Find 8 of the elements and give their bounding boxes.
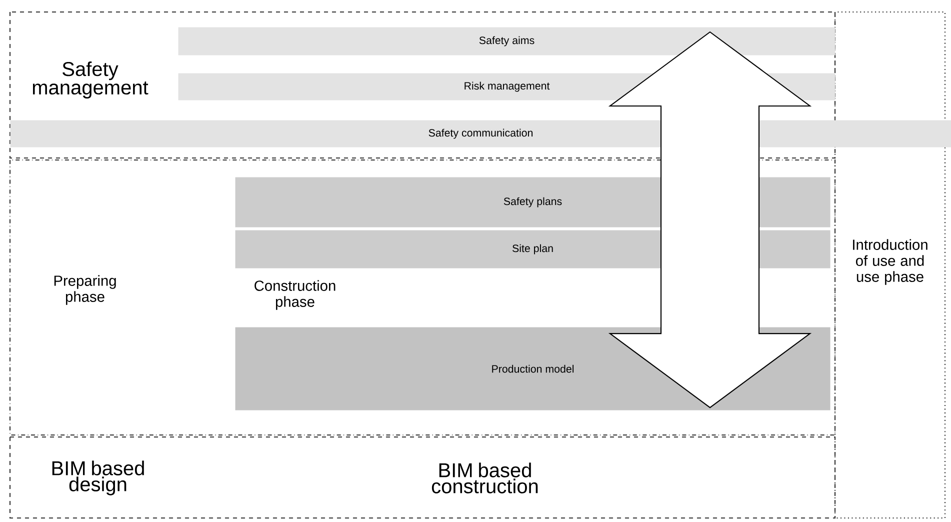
region-label: Introduction of use and use phase [853, 239, 928, 285]
band: Safety aims [178, 27, 836, 56]
region-label: Safety management [32, 62, 148, 98]
phase-label: Construction phase [254, 280, 336, 310]
double-arrow [608, 31, 812, 408]
region-label: BIM based design [52, 460, 144, 496]
region-label: Preparing phase [54, 275, 116, 305]
region-label: BIM based construction [432, 462, 538, 494]
